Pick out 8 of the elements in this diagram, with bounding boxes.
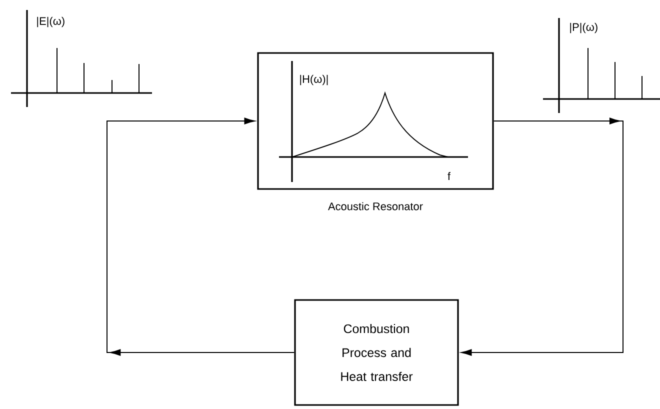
axis-label: |H(ω)| (300, 74, 328, 86)
arrow (461, 118, 624, 356)
box-caption: Acoustic Resonator (328, 202, 423, 210)
arrow (106, 118, 295, 356)
axis-label: f (448, 172, 451, 180)
process-box: Combustion Process and Heat transfer (294, 299, 459, 406)
axis-label: |E|(ω) (37, 16, 64, 28)
axis-label: |P|(ω) (570, 22, 598, 34)
